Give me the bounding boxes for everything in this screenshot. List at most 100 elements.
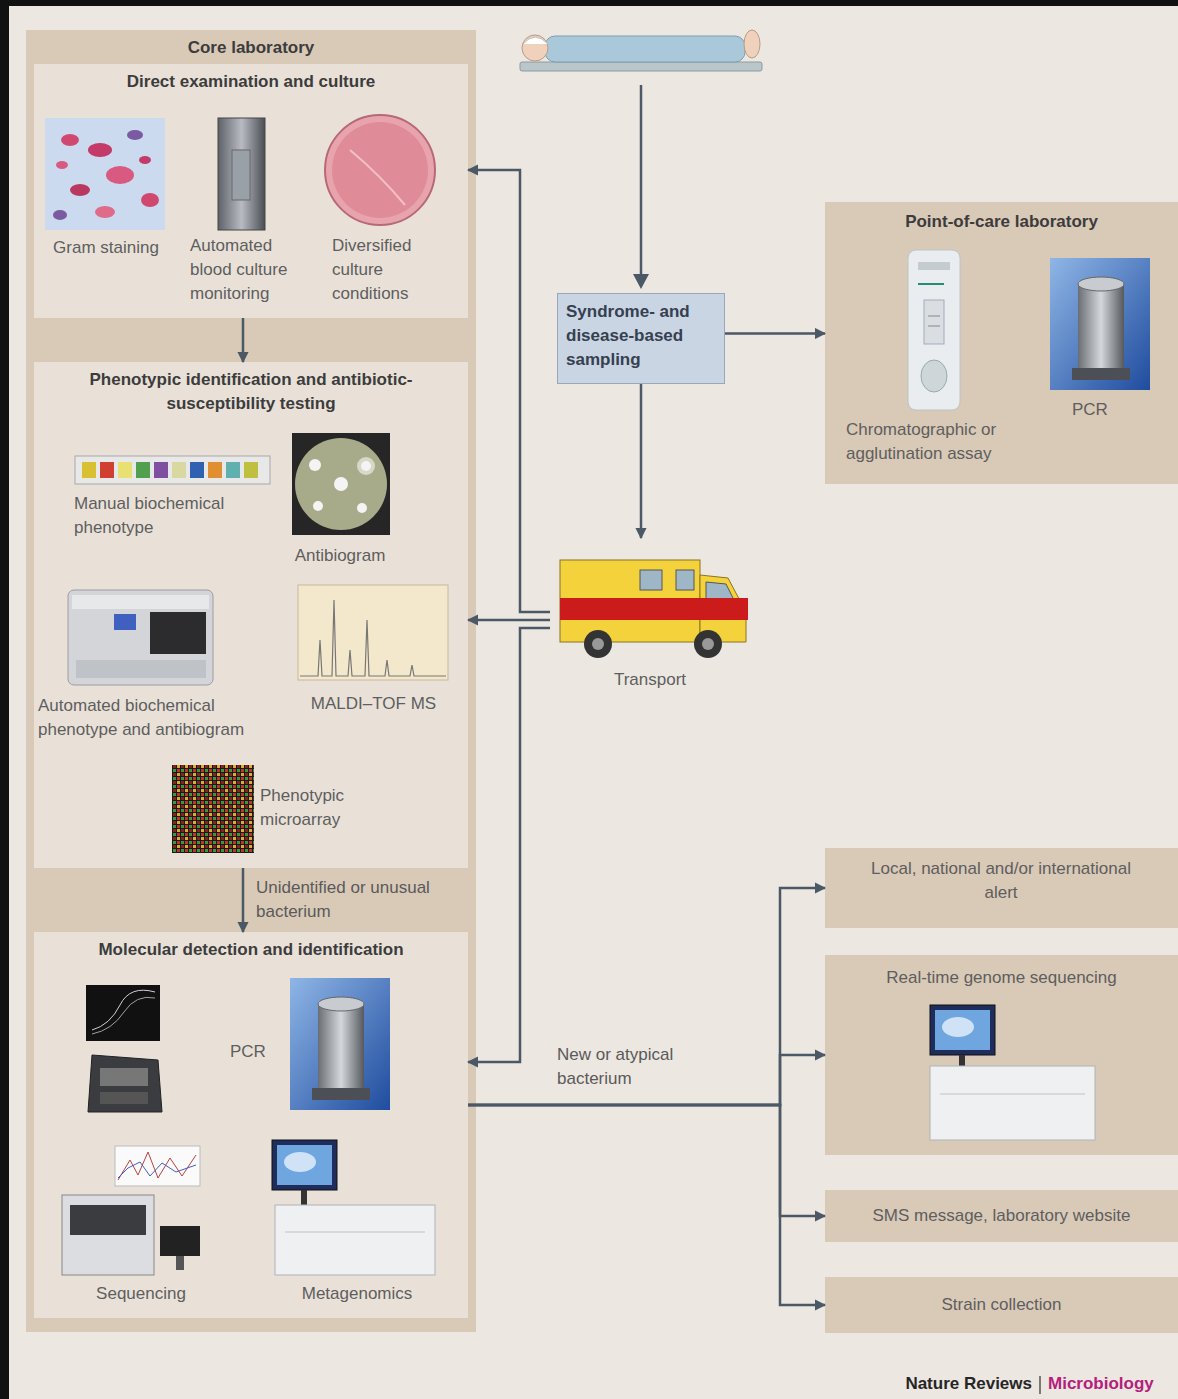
gram-stain-image-part [106,166,134,184]
text-slot: SMS message, laboratory website [825,1204,1178,1228]
text-slot: PCR [1072,398,1142,422]
text-slot: Core laboratory [26,36,476,60]
antibiogram-image-part [295,438,387,530]
text-slot: Transport [550,668,750,692]
text-slot: Strain collection [825,1293,1178,1317]
test-strip-image-part [924,300,944,344]
pcr-device-image-part [88,1055,162,1112]
pcr-device-image-part [100,1068,148,1086]
item-caption: MALDI–TOF MS [296,692,451,716]
maldi-spectrum-image-part [298,585,448,680]
node-title: Transport [550,668,750,692]
credit-label: Microbiology [1048,1372,1168,1396]
credit-label: Nature Reviews [880,1372,1032,1396]
node-title: Point-of-care laboratory [825,210,1178,234]
blood-culture-image-part [232,150,250,200]
item-caption: Sequencing [66,1282,216,1306]
realtime-sequencer-image-part [959,1055,965,1067]
connector-arrow [468,1055,825,1105]
text-slot: Metagenomics [272,1282,442,1306]
pcr-device-image [86,985,162,1112]
text-slot: Molecular detection and identification [34,938,468,962]
text-slot: MALDI–TOF MS [296,692,451,716]
poc-pcr-image-part [1072,368,1130,380]
automated-analyzer-image-part [76,660,206,678]
text-slot: Chromatographic or agglutination assay [846,418,1051,466]
gram-stain-image-part [45,118,165,230]
gram-stain-image-part [139,156,151,164]
metagenomics-image-part [277,1145,332,1185]
item-caption: PCR [1072,398,1142,422]
ambulance-image-part [592,638,604,650]
text-slot: Manual biochemical phenotype [74,492,274,540]
antibiogram-image-part [357,503,367,513]
gram-stain-image-part [88,143,112,157]
node-title: Direct examination and culture [34,70,468,94]
blood-culture-image [218,118,265,230]
antibiogram-image-part [292,433,390,535]
biochemical-strip-image-part [75,456,270,484]
gram-stain-image-part [56,161,68,169]
test-strip-image-part [918,262,950,270]
item-caption: Gram staining [36,236,176,260]
text-slot: Automated blood culture monitoring [190,234,308,306]
item-caption: Diversified culture conditions [332,234,442,306]
sequencer-image-part [176,1256,184,1270]
text-slot: Syndrome- and disease-based sampling [566,300,721,372]
connector-arrow [468,628,550,1062]
biochemical-strip-image-part [226,462,240,478]
gram-stain-image-part [61,134,79,146]
pcr-machine-image-part [318,1004,364,1090]
ambulance-image-part [640,570,662,590]
item-caption: Automated biochemical phenotype and anti… [38,694,283,742]
antibiogram-image-part [334,477,348,491]
item-caption: Antibiogram [280,544,400,568]
text-slot: Diversified culture conditions [332,234,442,306]
item-caption: Metagenomics [272,1282,442,1306]
connector-arrow [242,868,245,932]
poc-pcr-image-part [1078,284,1124,370]
realtime-sequencer-image-part [940,1094,1085,1095]
gram-stain-image-part [70,184,90,196]
ambulance-image-part [676,570,694,590]
text-slot: Direct examination and culture [34,70,468,94]
metagenomics-image-part [272,1140,337,1190]
gram-stain-image [45,118,165,230]
pcr-device-image-part [92,997,155,1034]
biochemical-strip-image-part [118,462,132,478]
ambulance-image-part [584,630,612,658]
patient-part [633,274,649,289]
connector-arrow [468,1105,825,1305]
text-slot: Unidentified or unusual bacterium [256,876,441,924]
connector-arrow [468,619,550,622]
text-slot: Microbiology [1048,1372,1168,1396]
test-strip-image-part [908,250,960,410]
maldi-spectrum-image [298,585,448,680]
biochemical-strip-image-part [172,462,186,478]
item-caption: Manual biochemical phenotype [74,492,274,540]
automated-analyzer-image-part [150,612,206,654]
ambulance-image-part [560,598,748,620]
item-caption: Automated blood culture monitoring [190,234,308,306]
gram-stain-image-part [127,130,143,140]
antibiogram-image-part [361,461,371,471]
petri-dish-image-part [350,150,405,205]
edge-label: New or atypical bacterium [557,1043,717,1091]
gram-stain-image-part [53,210,67,220]
text-slot: Real-time genome sequencing [825,966,1178,990]
credit-separator [1040,1376,1041,1394]
text-slot: Point-of-care laboratory [825,210,1178,234]
petri-dish-image-part [325,115,435,225]
text-slot: Nature Reviews [880,1372,1032,1396]
patient-part [640,85,643,275]
text-slot: New or atypical bacterium [557,1043,717,1091]
process-box: Syndrome- and disease-based sampling [557,293,725,384]
connector-arrow [468,170,550,612]
output-box: SMS message, laboratory website [825,1190,1178,1242]
ambulance-image [560,560,748,658]
connector-arrow [468,888,825,1105]
antibiogram-image-part [313,501,323,511]
antibiogram-image-part [309,459,321,471]
biochemical-strip-image-part [82,462,96,478]
